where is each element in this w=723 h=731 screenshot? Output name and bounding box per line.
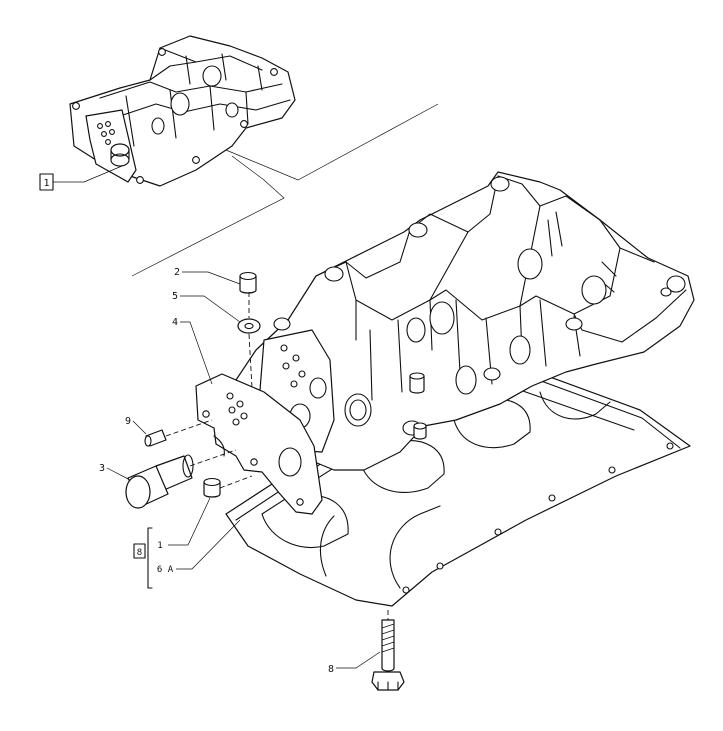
callout-group-8: 8 1 6 A [133,497,241,589]
callout-8: 8 [328,651,381,675]
callout-5-label: 5 [172,291,178,302]
overview-assembly-thumbnail [69,35,296,187]
callout-1: 1 [39,165,123,191]
callout-8-label: 8 [328,664,334,675]
callout-9-label: 9 [125,416,131,427]
callout-group-item-1-label: 1 [157,541,162,551]
detail-projection-lines [131,103,439,277]
part-8-bolt [371,619,405,691]
callout-2: 2 [174,267,241,285]
assembly-center-lines [165,292,389,620]
callout-4: 4 [172,317,213,385]
part-6a-bushing [203,477,221,498]
callout-2-label: 2 [174,267,180,278]
callout-9: 9 [125,416,147,435]
part-9-pin [144,429,167,447]
callout-4-label: 4 [172,317,178,328]
part-2-dowel-sleeve [239,271,257,294]
part-3-shaft [125,454,194,509]
callout-3-label: 3 [99,463,105,474]
callout-group-8-label: 8 [137,548,142,558]
callout-group-item-2-label: 6 A [157,565,174,575]
part-5-washer [237,318,261,334]
callout-5: 5 [172,291,241,323]
callout-group-8-frame [133,543,146,559]
callout-1-label: 1 [43,178,49,189]
main-cylinder-block-assembly [195,171,695,607]
callout-3: 3 [99,463,131,481]
